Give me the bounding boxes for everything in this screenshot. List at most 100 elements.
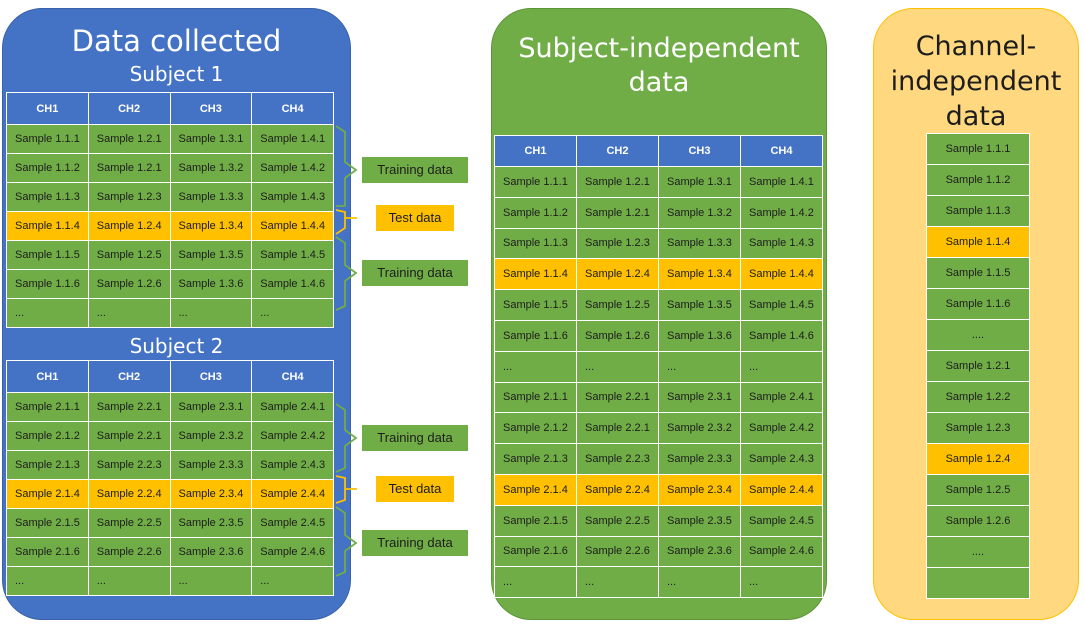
sample-cell: Sample 1.1.5 xyxy=(6,240,89,270)
sample-cell: Sample 2.4.2 xyxy=(740,412,823,445)
sample-cell: Sample 2.2.1 xyxy=(576,381,659,414)
table-row: .... xyxy=(926,536,1030,568)
sample-cell: Sample 1.4.3 xyxy=(740,227,823,260)
sample-cell: Sample 1.1.1 xyxy=(926,133,1030,165)
sample-cell: Sample 1.2.3 xyxy=(926,412,1030,444)
sample-cell: ... xyxy=(576,350,659,383)
sample-cell: Sample 2.4.2 xyxy=(251,421,334,451)
sample-cell: ... xyxy=(658,350,741,383)
sample-cell: Sample 2.2.4 xyxy=(87,479,171,509)
column-header: CH1 xyxy=(6,360,89,393)
table-row: Sample 1.1.6 xyxy=(926,288,1030,320)
column-header: CH4 xyxy=(251,360,334,393)
sample-cell: Sample 2.1.4 xyxy=(6,479,89,509)
sample-cell xyxy=(926,567,1030,599)
sample-cell: Sample 1.4.6 xyxy=(740,319,823,352)
sample-cell: ... xyxy=(740,566,823,599)
sample-cell: ... xyxy=(494,350,577,383)
sample-cell: Sample 2.4.6 xyxy=(251,537,334,567)
sample-cell: Sample 1.2.3 xyxy=(87,182,171,212)
sample-cell: ... xyxy=(169,298,253,328)
sample-cell: Sample 1.2.5 xyxy=(87,240,171,270)
sample-cell: Sample 2.2.1 xyxy=(87,392,171,422)
training-data-label-4: Training data xyxy=(362,530,468,556)
sample-cell: Sample 1.2.5 xyxy=(926,474,1030,506)
test-data-label-1: Test data xyxy=(376,205,454,231)
sample-cell: Sample 1.1.1 xyxy=(6,124,89,154)
sample-cell: Sample 1.3.5 xyxy=(169,240,253,270)
sample-cell: Sample 2.3.6 xyxy=(169,537,253,567)
sample-cell: Sample 1.2.1 xyxy=(576,196,659,229)
training-data-label-2: Training data xyxy=(362,260,468,286)
sample-cell: Sample 1.1.4 xyxy=(926,226,1030,258)
subject-independent-title-line2: data xyxy=(628,67,690,98)
column-header: CH3 xyxy=(169,92,253,125)
sample-cell: Sample 1.4.5 xyxy=(740,289,823,321)
sample-cell: Sample 2.2.5 xyxy=(87,508,171,538)
sample-cell: Sample 2.2.1 xyxy=(87,421,171,451)
sample-cell: Sample 2.4.1 xyxy=(251,392,334,422)
sample-cell: ... xyxy=(6,566,89,596)
sample-cell: Sample 2.3.5 xyxy=(658,504,741,537)
sample-cell: .... xyxy=(926,319,1030,351)
table-row: ............ xyxy=(6,566,334,596)
table-row: ............ xyxy=(494,566,823,599)
table-row: .... xyxy=(926,319,1030,351)
sample-cell: Sample 2.2.4 xyxy=(576,473,659,506)
sample-cell: Sample 1.3.6 xyxy=(169,269,253,299)
column-header: CH3 xyxy=(658,135,741,167)
sample-cell: Sample 2.3.4 xyxy=(169,479,253,509)
sample-cell: ... xyxy=(251,566,334,596)
sample-cell: Sample 2.1.3 xyxy=(6,450,89,480)
sample-cell: ... xyxy=(6,298,89,328)
sample-cell: Sample 1.3.2 xyxy=(169,153,253,183)
channel-independent-title-line3: data xyxy=(945,101,1007,132)
sample-cell: Sample 2.4.4 xyxy=(740,473,823,506)
table-row: Sample 1.2.2 xyxy=(926,381,1030,413)
training-data-label-1: Training data xyxy=(362,157,468,183)
sample-cell: Sample 2.4.1 xyxy=(740,381,823,414)
sample-cell: Sample 1.2.3 xyxy=(576,227,659,260)
sample-cell: Sample 2.2.6 xyxy=(87,537,171,567)
sample-cell: Sample 1.2.5 xyxy=(576,289,659,321)
sample-cell: Sample 1.2.2 xyxy=(926,381,1030,413)
sample-cell: Sample 2.3.1 xyxy=(169,392,253,422)
sample-cell: Sample 1.3.3 xyxy=(658,227,741,260)
sample-cell: Sample 1.1.2 xyxy=(6,153,89,183)
test-row: Sample 1.1.4 xyxy=(926,226,1030,258)
sample-cell: Sample 1.1.5 xyxy=(494,289,577,321)
sample-cell: ... xyxy=(658,566,741,599)
sample-cell: Sample 2.4.5 xyxy=(251,508,334,538)
column-header: CH1 xyxy=(494,135,577,167)
column-header: CH4 xyxy=(251,92,334,125)
sample-cell: Sample 2.1.1 xyxy=(494,381,577,414)
table-row: Sample 1.2.1 xyxy=(926,350,1030,382)
sample-cell: Sample 2.2.6 xyxy=(576,535,659,568)
sample-cell: Sample 1.2.4 xyxy=(87,211,171,241)
sample-cell: Sample 1.4.1 xyxy=(251,124,334,154)
column-header: CH2 xyxy=(576,135,659,167)
sample-cell: ... xyxy=(576,566,659,599)
column-header: CH1 xyxy=(6,92,89,125)
sample-cell: Sample 2.4.4 xyxy=(251,479,334,509)
sample-cell: Sample 1.4.2 xyxy=(251,153,334,183)
sample-cell: ... xyxy=(251,298,334,328)
sample-cell: Sample 1.1.2 xyxy=(926,164,1030,196)
data-collected-title: Data collected xyxy=(71,24,282,58)
table-row: Sample 1.1.3 xyxy=(926,195,1030,227)
sample-cell: Sample 2.1.1 xyxy=(6,392,89,422)
sample-cell: Sample 1.1.5 xyxy=(926,257,1030,289)
